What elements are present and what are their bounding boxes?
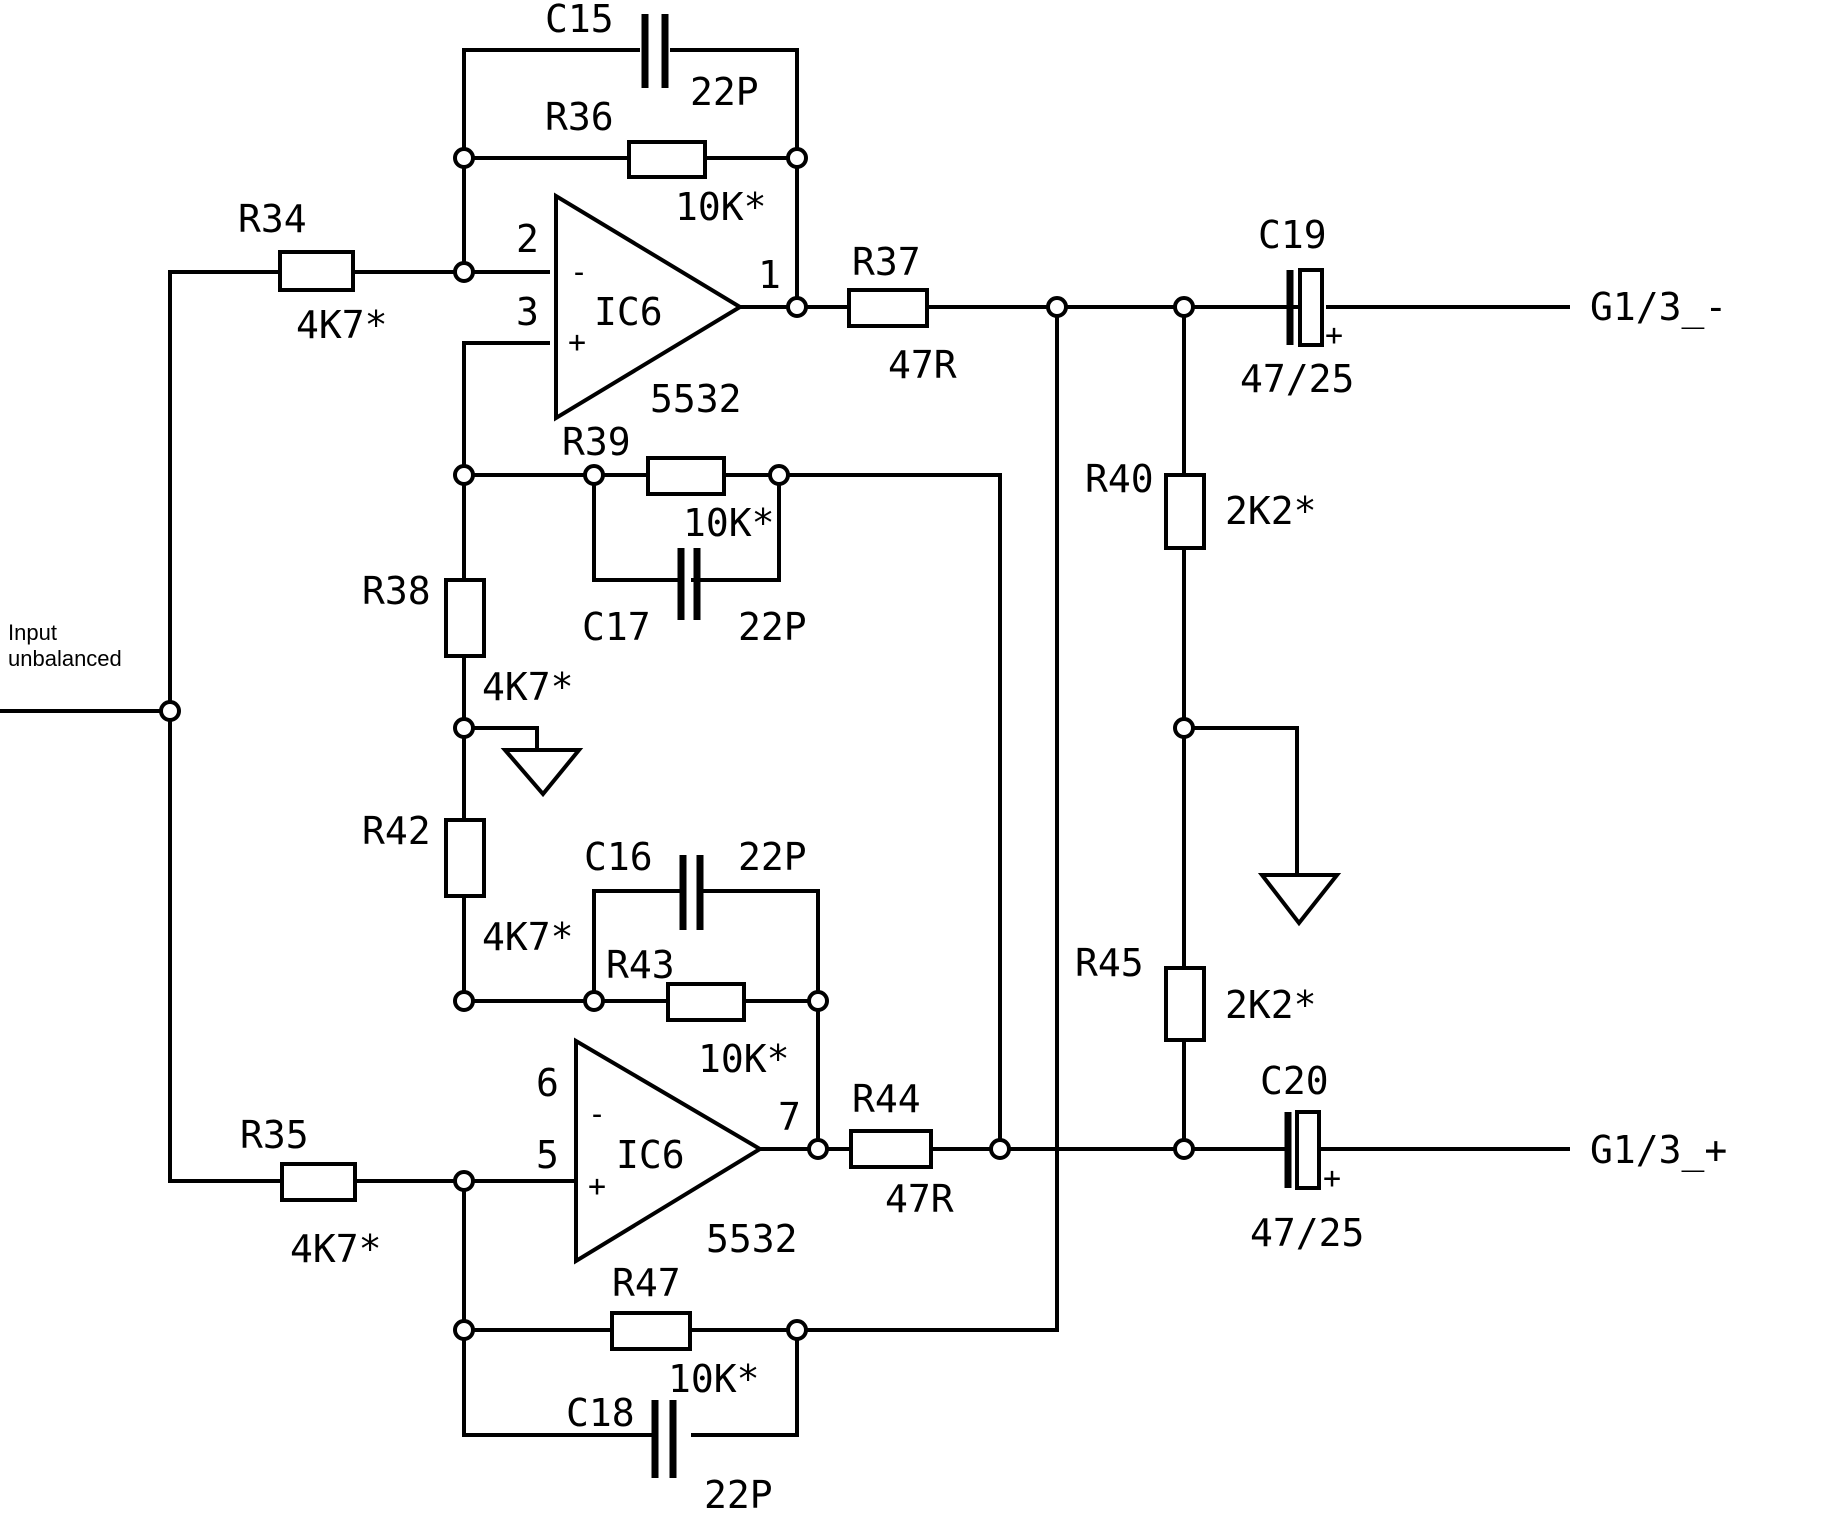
r44-value: 47R (885, 1177, 954, 1221)
c18-ref: C18 (566, 1391, 635, 1435)
c17-ref: C17 (582, 605, 651, 649)
output-negative-label: G1/3_- (1590, 285, 1727, 330)
c17-value: 22P (738, 605, 807, 649)
r45-ref: R45 (1075, 941, 1144, 985)
r35-ref: R35 (240, 1113, 309, 1157)
c18-value: 22P (704, 1473, 773, 1517)
c16-value: 22P (738, 835, 807, 879)
opamp-bottom-part: 5532 (706, 1217, 798, 1261)
resistor-r39 (646, 456, 726, 496)
ground-symbol-right (1257, 873, 1342, 927)
opamp-top (554, 192, 744, 422)
r36-value: 10K* (675, 185, 767, 229)
ground-symbol-left (500, 748, 584, 798)
opamp-bottom-ref: IC6 (616, 1133, 685, 1177)
r36-ref: R36 (545, 95, 614, 139)
opamp-top-pin-inv: 2 (516, 217, 539, 261)
input-label-line1: Input (8, 620, 57, 645)
r44-ref: R44 (852, 1077, 921, 1121)
r38-value: 4K7* (482, 665, 574, 709)
junction-nodes (159, 147, 1195, 1341)
r39-value: 10K* (683, 501, 775, 545)
input-label-line2: unbalanced (8, 646, 122, 671)
r43-value: 10K* (698, 1037, 790, 1081)
capacitor-c16 (679, 855, 704, 930)
c20-ref: C20 (1260, 1059, 1329, 1103)
capacitor-c19 (1286, 268, 1324, 347)
r37-ref: R37 (852, 240, 921, 284)
opamp-top-plus: + (568, 325, 586, 360)
r47-value: 10K* (668, 1357, 760, 1401)
r42-ref: R42 (362, 809, 431, 853)
wires (0, 48, 1570, 1437)
resistor-r43 (666, 982, 746, 1022)
capacitor-c18 (651, 1400, 677, 1478)
resistor-r47 (610, 1311, 692, 1351)
c15-ref: C15 (545, 0, 614, 41)
resistor-r36 (627, 140, 707, 179)
c15-value: 22P (690, 70, 759, 114)
r37-value: 47R (888, 343, 957, 387)
opamp-bottom-pin-out: 7 (778, 1095, 801, 1139)
opamp-bottom-pin-noninv: 5 (536, 1133, 559, 1177)
r40-ref: R40 (1085, 457, 1154, 501)
c19-value: 47/25 (1240, 357, 1354, 401)
output-positive-label: G1/3_+ (1590, 1128, 1727, 1173)
resistor-r37 (847, 288, 929, 328)
r35-value: 4K7* (290, 1227, 382, 1271)
r34-ref: R34 (238, 197, 307, 241)
r38-ref: R38 (362, 569, 431, 613)
r42-value: 4K7* (482, 915, 574, 959)
r43-ref: R43 (606, 943, 675, 987)
capacitor-c15 (640, 14, 670, 88)
opamp-top-pin-out: 1 (758, 253, 781, 297)
resistors (278, 140, 1206, 1351)
r47-ref: R47 (612, 1261, 681, 1305)
c19-polarity: + (1325, 318, 1343, 353)
resistor-r35 (280, 1162, 357, 1202)
opamp-bottom-pin-inv: 6 (536, 1061, 559, 1105)
c20-value: 47/25 (1250, 1211, 1364, 1255)
opamp-top-minus: - (570, 255, 588, 290)
opamp-bottom-plus: + (588, 1169, 606, 1204)
c16-ref: C16 (584, 835, 653, 879)
capacitor-c20 (1284, 1110, 1321, 1190)
capacitors (640, 14, 1324, 1478)
c19-ref: C19 (1258, 213, 1327, 257)
capacitor-c17 (677, 548, 701, 620)
resistor-r44 (849, 1129, 933, 1169)
opamp-top-pin-noninv: 3 (516, 290, 539, 334)
r40-value: 2K2* (1225, 489, 1317, 533)
resistor-r40 (1164, 473, 1206, 550)
resistor-r42 (444, 818, 486, 898)
opamp-top-part: 5532 (650, 377, 742, 421)
resistor-r38 (444, 578, 486, 658)
resistor-r45 (1164, 966, 1206, 1042)
c20-polarity: + (1323, 1161, 1341, 1196)
r34-value: 4K7* (296, 303, 388, 347)
opamp-bottom (574, 1037, 764, 1265)
opamp-bottom-minus: - (588, 1097, 606, 1132)
r45-value: 2K2* (1225, 983, 1317, 1027)
opamp-top-ref: IC6 (594, 290, 663, 334)
resistor-r34 (278, 250, 355, 292)
labels: Input unbalanced G1/3_- G1/3_+ C15 22P R… (8, 0, 1727, 1517)
r39-ref: R39 (562, 420, 631, 464)
